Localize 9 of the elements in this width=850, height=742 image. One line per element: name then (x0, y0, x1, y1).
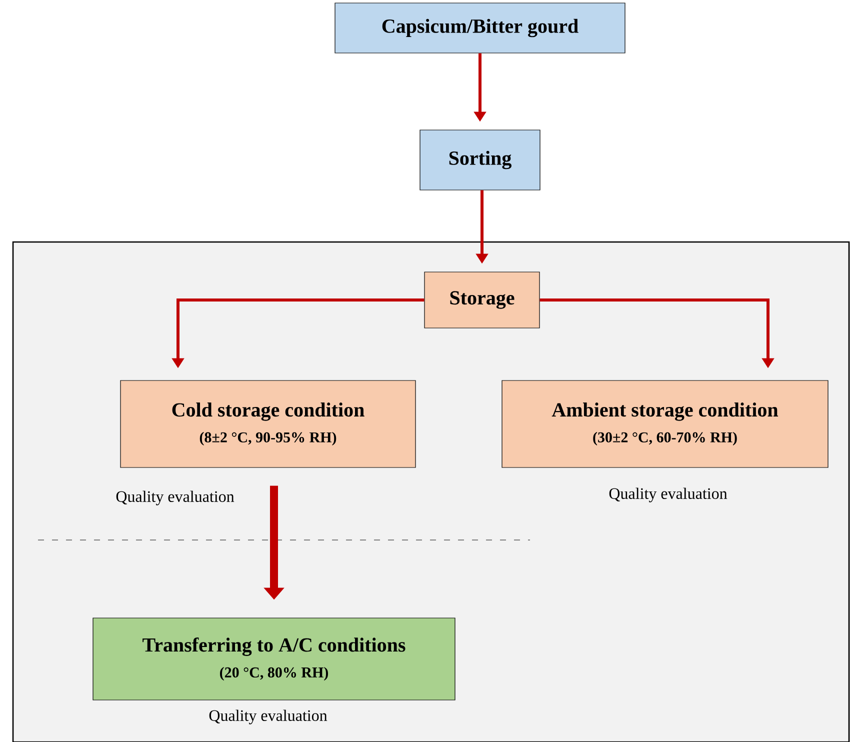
process-box: Transferring to A/C conditions (20 °C, 80% RH) (92, 618, 456, 700)
process-box: Ambient storage condition (30±2 °C, 60-70% RH) (502, 380, 828, 468)
process-box: Sorting (420, 130, 540, 190)
note-text: Quality evaluation (116, 490, 234, 506)
process-box: Cold storage condition (8±2 °C, 90-95% RH) (120, 380, 416, 468)
note-text: Quality evaluation (209, 710, 328, 724)
note-text: Quality evaluation (609, 488, 728, 502)
process-box: Storage (424, 272, 540, 328)
process-box: Capsicum/Bitter gourd (334, 2, 626, 54)
